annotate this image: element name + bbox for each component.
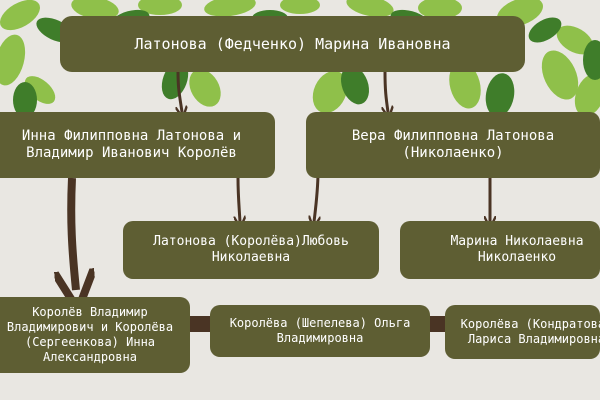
node-right-child: Вера Филипповна Латонова (Николаенко) <box>306 112 600 178</box>
node-larisa-line2: Лариса Владимировна <box>467 332 600 346</box>
node-marina-line1: Марина Николаевна <box>450 233 584 249</box>
node-larisa-line1: Королёва (Кондратова) <box>460 317 600 331</box>
node-right-child-line2: (Николаенко) <box>402 145 504 161</box>
arrow-left-to-lyubov <box>238 177 240 222</box>
link-vladimir-olga <box>186 316 212 332</box>
node-left-couple: Инна Филипповна Латонова и Владимир Иван… <box>0 112 275 178</box>
node-vladimir-line2: Владимирович и Королёва <box>6 320 174 334</box>
node-olga: Королёва (Шепелева) Ольга Владимировна <box>210 305 430 357</box>
arrow-left-to-vladimir <box>71 177 76 290</box>
node-vladimir-couple: Королёв Владимир Владимирович и Королёва… <box>0 297 190 373</box>
node-lyubov-line2: Николаевна <box>211 250 291 265</box>
leaves-decoration <box>0 0 600 118</box>
node-root-label: Латонова (Федченко) Марина Ивановна <box>134 34 451 53</box>
node-vladimir-line3: (Сергеенкова) Инна <box>24 335 156 349</box>
node-olga-line1: Королёва (Шепелева) Ольга <box>229 316 411 330</box>
node-vladimir-line1: Королёв Владимир <box>32 305 148 319</box>
node-marina-line2: Николаенко <box>477 250 557 265</box>
node-lyubov: Латонова (Королёва)Любовь Николаевна <box>123 221 379 279</box>
node-lyubov-line1: Латонова (Королёва)Любовь <box>153 233 349 249</box>
node-left-couple-line2: Владимир Иванович Королёв <box>26 145 237 161</box>
node-vladimir-line4: Александровна <box>43 350 137 364</box>
node-right-child-line1: Вера Филипповна Латонова <box>351 127 555 144</box>
arrow-right-to-lyubov <box>314 171 318 222</box>
node-left-couple-line1: Инна Филипповна Латонова и <box>21 127 242 144</box>
node-root: Латонова (Федченко) Марина Ивановна <box>60 16 525 72</box>
node-larisa: Королёва (Кондратова) Лариса Владимировн… <box>445 305 600 359</box>
node-marina: Марина Николаевна Николаенко <box>400 221 600 279</box>
link-olga-larisa <box>428 316 448 332</box>
node-olga-line2: Владимировна <box>276 331 364 345</box>
arrow-root-to-left <box>178 71 182 112</box>
arrow-root-to-right <box>385 71 388 112</box>
